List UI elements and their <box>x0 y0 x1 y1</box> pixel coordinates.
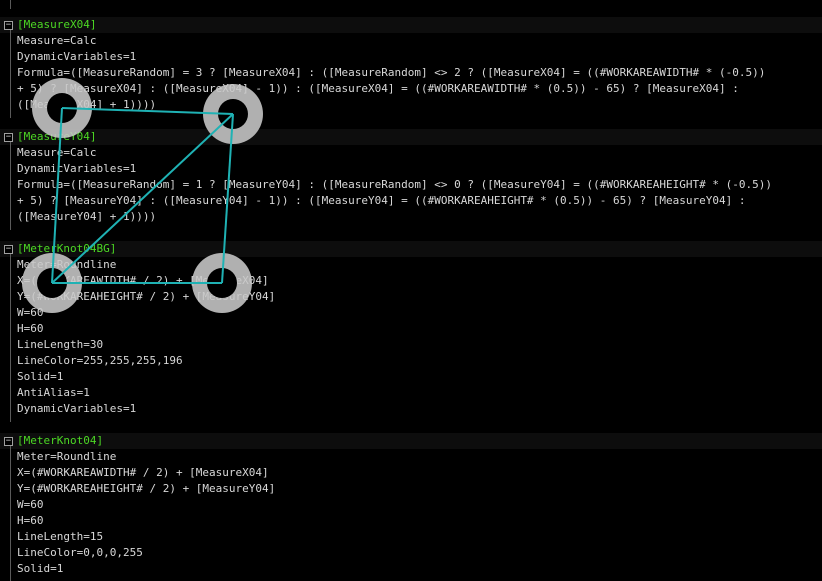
code-line: Solid=1 <box>17 370 64 383</box>
code-line: LineLength=30 <box>17 338 104 351</box>
fold-gutter-line <box>10 254 11 422</box>
knot-link-line <box>221 113 234 284</box>
code-line: Measure=Calc <box>17 34 97 47</box>
code-line: DynamicVariables=1 <box>17 162 137 175</box>
code-line: LineLength=15 <box>17 530 104 543</box>
section-header: [MeterKnot04BG] <box>17 242 117 255</box>
section-header: [MeasureX04] <box>17 18 97 31</box>
code-line: W=60 <box>17 306 44 319</box>
code-line: H=60 <box>17 514 44 527</box>
code-line: Meter=Roundline <box>17 450 117 463</box>
code-line: ([MeasureY04] + 1)))) <box>17 210 157 223</box>
code-line: W=60 <box>17 498 44 511</box>
code-line: + 5) ? [MeasureX04] : ([MeasureX04] - 1)… <box>17 82 739 95</box>
knot-link-line <box>51 113 234 284</box>
section-header-bar <box>0 129 822 145</box>
section-header-bar <box>0 17 822 33</box>
fold-toggle-icon[interactable]: − <box>4 244 13 254</box>
code-line: H=60 <box>17 322 44 335</box>
section-header-bar <box>0 433 822 449</box>
code-line: DynamicVariables=1 <box>17 50 137 63</box>
fold-gutter-line <box>10 446 11 581</box>
fold-gutter-line <box>10 142 11 230</box>
code-line: Formula=([MeasureRandom] = 1 ? [MeasureY… <box>17 178 772 191</box>
section-header-bar <box>0 241 822 257</box>
code-line: LineColor=0,0,0,255 <box>17 546 143 559</box>
fold-toggle-icon[interactable]: − <box>4 20 13 30</box>
section-header: [MeterKnot04] <box>17 434 104 447</box>
code-line: Y=(#WORKAREAHEIGHT# / 2) + [MeasureY04] <box>17 482 276 495</box>
knot-link-line <box>51 107 63 284</box>
fold-toggle-icon[interactable]: − <box>4 132 13 142</box>
code-line: LineColor=255,255,255,196 <box>17 354 183 367</box>
code-line: AntiAlias=1 <box>17 386 90 399</box>
code-line: DynamicVariables=1 <box>17 402 137 415</box>
fold-gutter-line <box>10 0 11 9</box>
code-line: X=(#WORKAREAWIDTH# / 2) + [MeasureX04] <box>17 466 269 479</box>
code-line: Solid=1 <box>17 562 64 575</box>
code-line: Measure=Calc <box>17 146 97 159</box>
fold-gutter-line <box>10 30 11 118</box>
knot-link-line <box>61 107 234 115</box>
code-line: Formula=([MeasureRandom] = 3 ? [MeasureX… <box>17 66 766 79</box>
code-line: + 5) ? [MeasureY04] : ([MeasureY04] - 1)… <box>17 194 746 207</box>
fold-toggle-icon[interactable]: − <box>4 436 13 446</box>
